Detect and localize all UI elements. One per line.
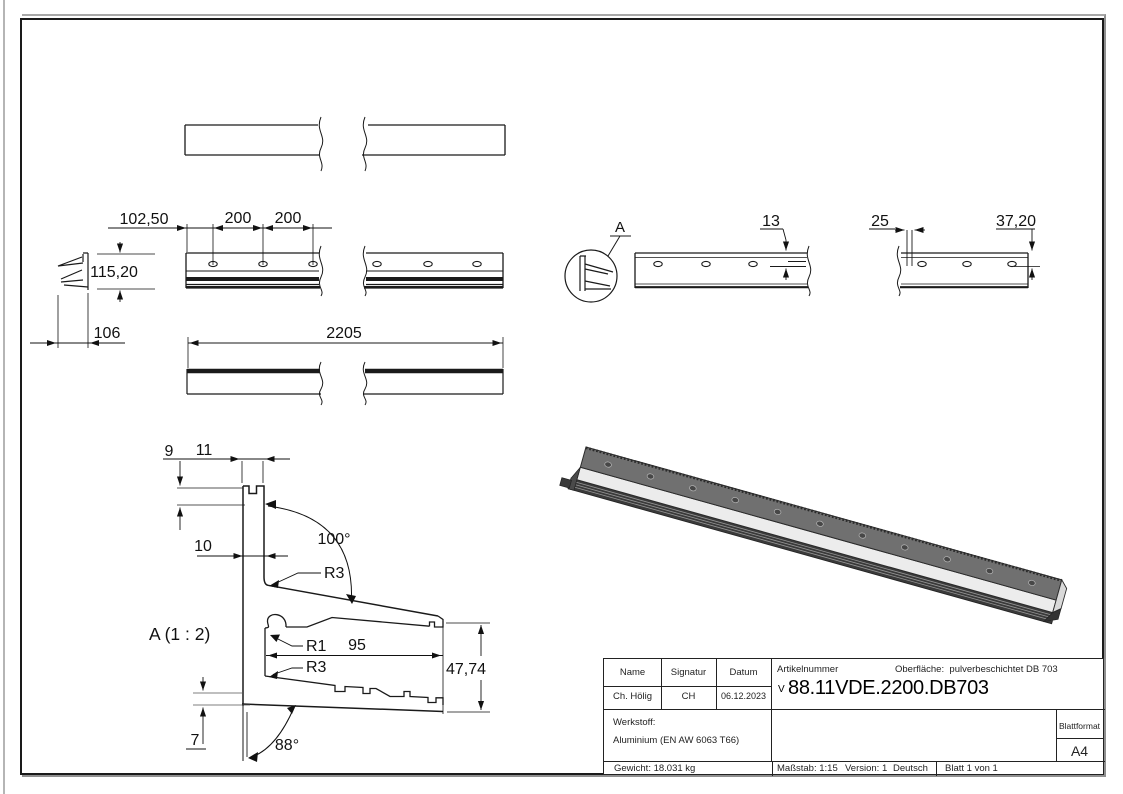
tb-divider xyxy=(716,659,718,709)
right-view-segment-2 xyxy=(896,230,1029,297)
dim-7: 7 xyxy=(191,732,200,749)
detail-view-a xyxy=(177,485,444,761)
profile-3d-left-arm-tip xyxy=(559,477,572,489)
front-view-holes xyxy=(208,260,482,268)
tb-name-label: Name xyxy=(619,667,646,678)
tb-version-marker: V xyxy=(778,684,785,695)
dim-r1: R1 xyxy=(306,638,327,655)
profile-3d-serrated-edge xyxy=(585,446,1062,582)
tb-werkstoff-label: Werkstoff: xyxy=(613,717,656,728)
title-block: Name Signatur Datum Ch. Hölig CH 06.12.2… xyxy=(603,658,1105,776)
profile-3d-screw-holes xyxy=(604,461,1036,586)
tb-oberflaeche-label: Oberfläche: xyxy=(895,664,945,675)
dim-10: 10 xyxy=(194,538,212,555)
dim-25: 25 xyxy=(871,213,889,230)
tb-divider xyxy=(604,686,771,688)
tb-artikelnummer-label: Artikelnummer xyxy=(777,664,839,675)
tb-name-value: Ch. Hölig xyxy=(612,691,653,702)
frame-shadow xyxy=(22,14,1106,777)
tb-massstab: Maßstab: 1:15 xyxy=(777,763,838,774)
tb-oberflaeche: Oberfläche: pulverbeschichtet DB 703 xyxy=(895,664,1058,675)
tb-blattformat-value: A4 xyxy=(1070,743,1089,759)
isometric-view xyxy=(559,446,1068,625)
right-view-dims xyxy=(760,226,1040,280)
profile-3d-light-face xyxy=(576,466,1057,614)
tb-gewicht: Gewicht: 18.031 kg xyxy=(614,763,696,774)
end-view xyxy=(57,252,89,290)
tb-divider xyxy=(936,761,938,776)
detail-callout-profile xyxy=(579,255,614,291)
dim-100deg: 100° xyxy=(317,531,350,548)
page-left-edge xyxy=(3,0,5,794)
tb-divider xyxy=(1056,738,1103,740)
dim-115-20: 115,20 xyxy=(90,264,138,281)
detail-view-dims xyxy=(163,455,490,762)
dim-37-20: 37,20 xyxy=(996,213,1036,230)
tb-divider xyxy=(604,709,1105,711)
right-view-segment-1 xyxy=(634,245,812,297)
dim-9: 9 xyxy=(165,443,174,460)
hole-spacing-dims xyxy=(108,224,332,265)
tb-blattformat-label: Blattformat xyxy=(1058,721,1101,731)
profile-3d-end-cap-dark xyxy=(1042,608,1062,623)
dim-11: 11 xyxy=(196,442,213,459)
drawing-border xyxy=(20,18,1104,775)
detail-marker-label: A xyxy=(615,219,625,236)
top-view xyxy=(184,116,506,172)
tb-divider xyxy=(1056,709,1058,761)
tb-divider xyxy=(772,761,774,776)
tb-signatur-label: Signatur xyxy=(670,667,707,678)
dim-200-a: 200 xyxy=(225,210,252,227)
dim-r3-lower: R3 xyxy=(306,659,327,676)
front-view xyxy=(185,245,504,297)
dim-2205: 2205 xyxy=(326,325,362,342)
dim-47-74: 47,74 xyxy=(446,661,486,678)
detail-callout-a xyxy=(564,235,631,303)
tb-version: Version: 1 xyxy=(845,763,888,774)
tb-werkstoff-value: Aluminium (EN AW 6063 T66) xyxy=(613,735,740,746)
end-view-dims xyxy=(30,242,155,348)
tb-divider xyxy=(661,659,663,709)
dim-102-50: 102,50 xyxy=(120,211,169,228)
dim-106: 106 xyxy=(94,325,121,342)
tb-datum-label: Datum xyxy=(729,667,758,678)
dim-88deg: 88° xyxy=(275,737,299,754)
tb-oberflaeche-value: pulverbeschichtet DB 703 xyxy=(949,664,1058,675)
detail-view-title: A (1 : 2) xyxy=(149,624,210,644)
tb-datum-value: 06.12.2023 xyxy=(720,691,767,701)
dim-95: 95 xyxy=(348,637,366,654)
dim-r3-upper: R3 xyxy=(324,565,345,582)
tb-sprache: Deutsch xyxy=(893,763,928,774)
dim-200-b: 200 xyxy=(275,210,302,227)
tb-artikelnummer-value: 88.11VDE.2200.DB703 xyxy=(788,677,989,699)
tb-blatt: Blatt 1 von 1 xyxy=(945,763,998,774)
tb-divider xyxy=(604,761,1105,763)
tb-signatur-value: CH xyxy=(681,691,696,702)
bottom-view xyxy=(186,337,504,406)
dim-13: 13 xyxy=(762,213,780,230)
